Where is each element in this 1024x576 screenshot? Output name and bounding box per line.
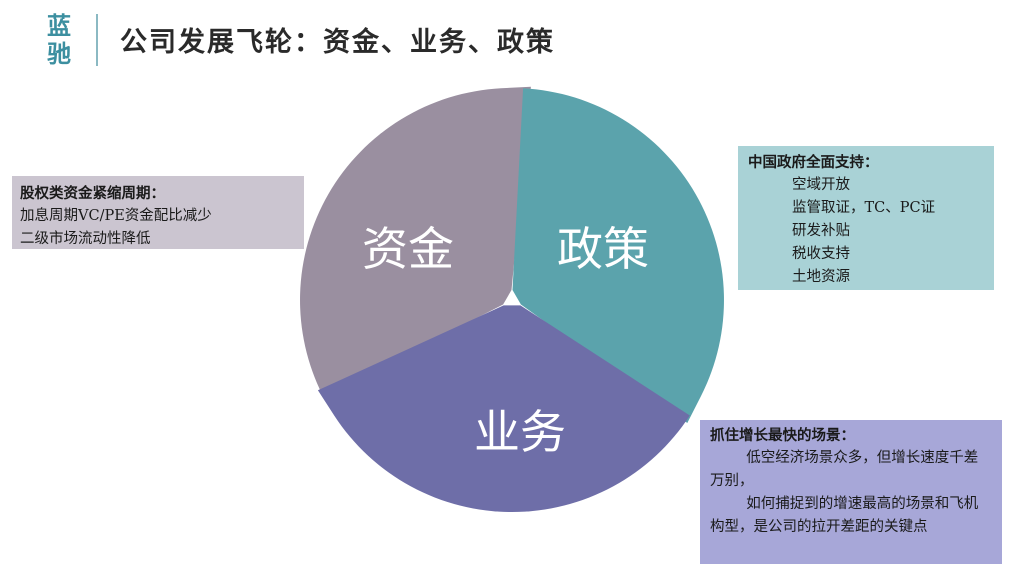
wheel-segment-funding	[300, 86, 531, 397]
policy-note-item: 研发补贴	[792, 223, 850, 239]
business-note-heading: 抓住增长最快的场景：	[710, 427, 855, 444]
policy-note-heading: 中国政府全面支持：	[748, 154, 879, 171]
logo-char-1: 蓝	[47, 11, 71, 40]
business-note-paragraph: 低空经济场景众多，但增长速度千差万别，	[710, 450, 979, 489]
funding-note-box: 股权类资金紧缩周期： 加息周期VC/PE资金配比减少 二级市场流动性降低	[12, 176, 304, 249]
funding-note-line: 二级市场流动性降低	[20, 231, 151, 247]
policy-note-item: 税收支持	[792, 246, 850, 262]
wheel-segment-business	[317, 305, 690, 513]
funding-note-line: 加息周期VC/PE资金配比减少	[20, 208, 212, 224]
logo-char-2: 驰	[47, 39, 71, 68]
policy-note-item: 监管取证，TC、PC证	[792, 200, 936, 216]
policy-note-item: 空域开放	[792, 177, 850, 193]
business-note-box: 抓住增长最快的场景： 低空经济场景众多，但增长速度千差万别， 如何捕捉到的增速最…	[700, 420, 1002, 564]
policy-note-item: 土地资源	[792, 269, 850, 285]
funding-note-heading: 股权类资金紧缩周期：	[20, 185, 165, 202]
policy-note-box: 中国政府全面支持： 空域开放 监管取证，TC、PC证 研发补贴 税收支持 土地资…	[738, 146, 994, 290]
title-divider	[96, 14, 98, 66]
segment-label-business: 业务	[474, 405, 566, 459]
business-note-paragraph: 如何捕捉到的增速最高的场景和飞机构型，是公司的拉开差距的关键点	[710, 496, 979, 535]
company-logo: 蓝 驰	[42, 12, 76, 68]
slide-title: 公司发展飞轮：资金、业务、政策	[120, 27, 555, 58]
segment-label-funding: 资金	[362, 222, 454, 276]
segment-label-policy: 政策	[557, 222, 649, 276]
wheel-segment-policy	[512, 88, 724, 424]
